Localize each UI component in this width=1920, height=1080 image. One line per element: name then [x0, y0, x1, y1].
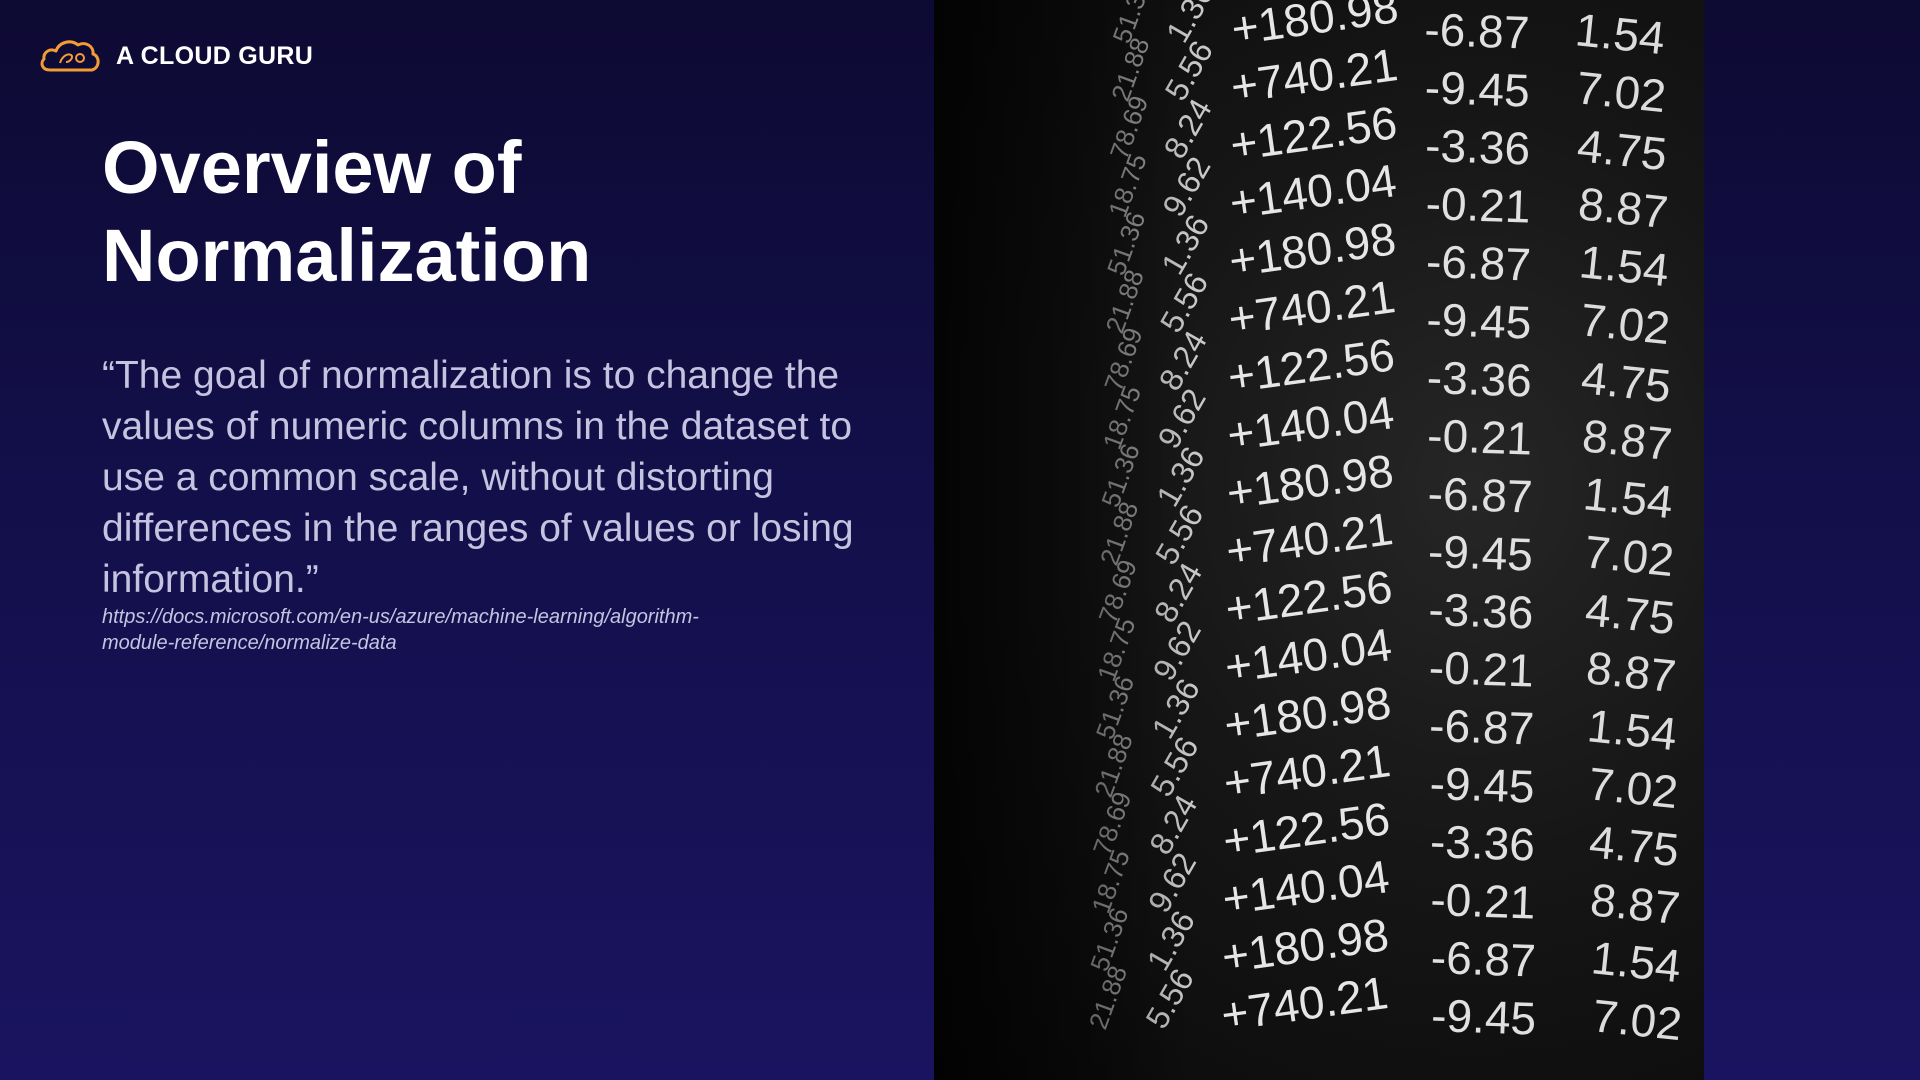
ticker-value: 4.75: [1579, 351, 1673, 412]
ticker-value: 1.54: [1577, 235, 1671, 296]
ticker-value: 4.75: [1587, 815, 1681, 876]
definition-quote: “The goal of normalization is to change …: [102, 354, 854, 601]
ticker-value: 1.54: [1589, 931, 1683, 992]
ticker-value: 8.87: [1588, 873, 1682, 934]
ticker-value: -9.45: [1430, 989, 1537, 1045]
brand: A CLOUD GURU: [38, 36, 313, 76]
ticker-value: 7.02: [1582, 525, 1676, 586]
ticker-value: -9.45: [1426, 293, 1533, 349]
ticker-value: -9.45: [1429, 757, 1536, 813]
ticker-value: 5.56: [1138, 963, 1200, 1035]
ticker-value: -0.21: [1425, 177, 1532, 233]
ticker-value: -6.87: [1428, 699, 1535, 755]
ticker-value: -3.36: [1424, 119, 1531, 175]
ticker-value: -9.45: [1427, 525, 1534, 581]
ticker-value: 4.75: [1575, 119, 1669, 180]
ticker-value: 7.02: [1578, 293, 1672, 354]
ticker-value: 7.02: [1590, 989, 1684, 1050]
ticker-value: 1.54: [1573, 3, 1667, 64]
ticker-value: -6.87: [1425, 235, 1532, 291]
ticker-value: -0.21: [1430, 873, 1537, 929]
ticker-value: -0.21: [1428, 641, 1535, 697]
ticker-value: -3.36: [1429, 815, 1536, 871]
stock-ticker-numbers: 51.3621.8878.6918.7551.3621.8878.6918.75…: [1083, 0, 1685, 1050]
slide-title-line1: Overview of: [102, 126, 522, 209]
ticker-value: -0.21: [1426, 409, 1533, 465]
ticker-value: 1.54: [1581, 467, 1675, 528]
ticker-value: 8.87: [1576, 177, 1670, 238]
slide-title-line2: Normalization: [102, 214, 592, 297]
source-link-line2: module-reference/normalize-data: [102, 632, 397, 654]
source-link-line1: https://docs.microsoft.com/en-us/azure/m…: [102, 606, 699, 628]
ticker-value: 7.02: [1574, 61, 1668, 122]
ticker-value: -6.87: [1427, 467, 1534, 523]
source-link[interactable]: https://docs.microsoft.com/en-us/azure/m…: [102, 604, 802, 656]
ticker-value: -6.87: [1430, 931, 1537, 987]
ticker-value: 4.75: [1583, 583, 1677, 644]
ticker-value: 8.87: [1580, 409, 1674, 470]
slide-title: Overview of Normalization: [102, 124, 862, 300]
cloud-logo-icon: [38, 36, 102, 76]
ticker-value: 8.87: [1584, 641, 1678, 702]
ticker-value: -9.45: [1424, 61, 1531, 117]
ticker-value: 21.88: [1083, 962, 1133, 1033]
ticker-value: 1.54: [1585, 699, 1679, 760]
brand-name: A CLOUD GURU: [116, 41, 314, 70]
ticker-value: 7.02: [1586, 757, 1680, 818]
ticker-value: -3.36: [1426, 351, 1533, 407]
ticker-value: -6.87: [1424, 3, 1531, 59]
ticker-value: -3.36: [1428, 583, 1535, 639]
